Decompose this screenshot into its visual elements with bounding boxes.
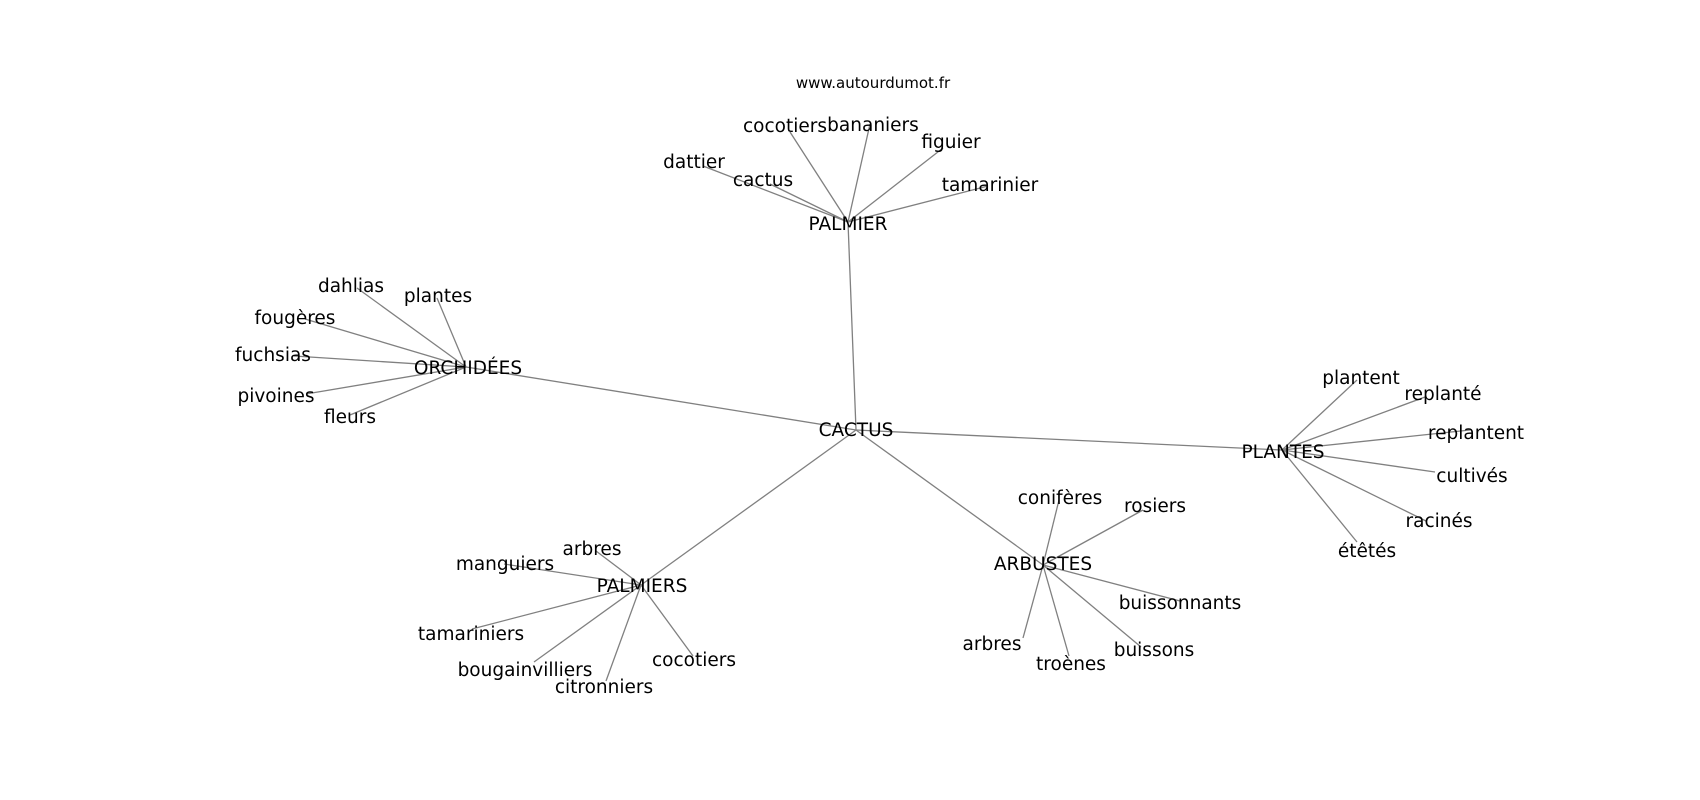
word-node-label: dattier (663, 152, 725, 173)
hub-node-label: ARBUSTES (994, 554, 1092, 575)
edge-hub-to-word (471, 584, 642, 630)
word-node-label: arbres (963, 634, 1022, 655)
edge-hub-to-word (789, 131, 849, 223)
edge-hub-to-word (349, 366, 467, 416)
edge-hub-to-word (436, 297, 467, 368)
edge-center-to-hub (640, 429, 857, 586)
edge-hub-to-word (1281, 449, 1358, 543)
edge-hub-to-word (1281, 379, 1358, 451)
edge-hub-to-word (1042, 564, 1070, 657)
edge-hub-to-word (847, 123, 871, 223)
edge-hub-to-word (1042, 564, 1181, 602)
hub-node-label: PALMIER (809, 214, 888, 235)
word-node-label: tamariniers (418, 624, 524, 645)
word-node-label: buissons (1114, 640, 1195, 661)
edge-hub-to-word (847, 147, 944, 223)
word-node-label: fleurs (324, 407, 376, 428)
word-node-label: figuier (921, 132, 981, 153)
word-node-label: bananiers (827, 115, 919, 136)
word-node-label: citronniers (555, 677, 653, 698)
word-node-label: conifères (1018, 488, 1102, 509)
word-node-label: plantes (404, 286, 472, 307)
edge-center-to-hub (465, 366, 857, 431)
edge-center-to-hub (855, 429, 1044, 566)
word-node-label: dahlias (318, 276, 384, 297)
word-node-label: étêtés (1338, 541, 1396, 562)
edge-hub-to-word (595, 550, 642, 586)
edge-hub-to-word (304, 318, 467, 368)
edge-hub-to-word (533, 584, 642, 663)
edge-center-to-hub (855, 429, 1283, 451)
word-node-label: fuchsias (235, 345, 311, 366)
word-node-label: cultivés (1436, 466, 1507, 487)
hub-node-label: PLANTES (1241, 442, 1324, 463)
site-watermark: www.autourdumot.fr (796, 74, 951, 92)
edge-hub-to-word (847, 185, 989, 223)
word-node-label: buissonnants (1119, 593, 1242, 614)
word-node-label: cocotiers (743, 116, 827, 137)
word-node-label: pivoines (237, 386, 314, 407)
edge-hub-to-word (1042, 564, 1142, 648)
word-node-label: plantent (1322, 368, 1400, 389)
edge-hub-to-word (293, 355, 467, 368)
edge-hub-to-word (702, 165, 849, 223)
word-node-label: rosiers (1124, 496, 1186, 517)
edge-hub-to-word (356, 287, 467, 368)
word-node-label: manguiers (456, 554, 554, 575)
hub-node-label: ORCHIDÉES (414, 357, 522, 379)
word-node-label: bougainvilliers (458, 660, 593, 681)
center-node-label: CACTUS (819, 420, 894, 441)
word-node-label: fougères (255, 308, 336, 329)
word-node-label: replanté (1404, 384, 1481, 405)
edge-hub-to-word (1022, 564, 1044, 639)
graph-labels: www.autourdumot.fr CACTUS PALMIER cocotie… (235, 74, 1524, 698)
edge-hub-to-word (1042, 509, 1144, 566)
edge-hub-to-word (305, 366, 467, 395)
edge-center-to-hub (847, 221, 857, 431)
word-node-label: tamarinier (942, 175, 1039, 196)
edge-hub-to-word (1281, 429, 1471, 451)
graph-edges (293, 123, 1471, 682)
edge-hub-to-word (605, 584, 642, 682)
edge-hub-to-word (1281, 449, 1427, 522)
word-node-label: troènes (1036, 654, 1106, 675)
edge-hub-to-word (769, 183, 849, 223)
word-node-label: cocotiers (652, 650, 736, 671)
edge-hub-to-word (640, 584, 694, 657)
edge-hub-to-word (1281, 449, 1436, 473)
word-node-label: racinés (1406, 511, 1473, 532)
edge-hub-to-word (1281, 396, 1426, 451)
word-node-label: replantent (1428, 423, 1524, 444)
hub-node-label: PALMIERS (597, 576, 688, 597)
edge-hub-to-word (1042, 499, 1060, 566)
edge-hub-to-word (503, 563, 642, 586)
word-node-label: arbres (563, 539, 622, 560)
word-node-label: cactus (733, 170, 793, 191)
